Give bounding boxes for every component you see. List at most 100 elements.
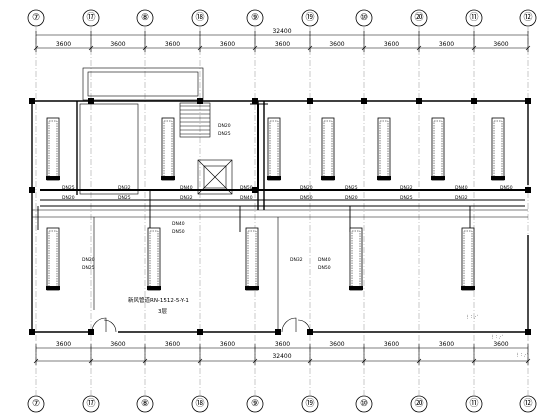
axis-label: ⑧ bbox=[141, 13, 149, 23]
top-axis-bubble: ⑦ bbox=[27, 9, 45, 27]
axis-label: ⑱ bbox=[195, 398, 204, 409]
fan-coil-unit bbox=[321, 117, 335, 181]
pipe-size-tag: DN25 bbox=[82, 265, 95, 271]
top-axis-bubble: ⑰ bbox=[82, 9, 100, 27]
pipe-network bbox=[37, 103, 525, 240]
top-span-dimension: 3600 bbox=[384, 41, 399, 48]
column bbox=[307, 329, 313, 335]
top-span-dimension: 3600 bbox=[329, 41, 344, 48]
door-left bbox=[91, 317, 107, 333]
axis-label: ⑨ bbox=[251, 399, 259, 409]
pipe-size-tag: DN50 bbox=[300, 195, 313, 201]
column bbox=[29, 187, 35, 193]
fan-coil-unit bbox=[349, 227, 363, 291]
bottom-axis-bubble: ⑪ bbox=[465, 395, 483, 413]
top-axis-bubble: ⑫ bbox=[519, 9, 537, 27]
axis-label: ⑦ bbox=[32, 13, 40, 23]
top-axis-bubble: ⑩ bbox=[355, 9, 373, 27]
column bbox=[29, 98, 35, 104]
pipe-size-tag: DN25 bbox=[118, 195, 131, 201]
axis-label: ⑰ bbox=[86, 398, 95, 409]
bottom-axis-bubble: ⑲ bbox=[301, 395, 319, 413]
elevator-shaft bbox=[197, 159, 233, 195]
pipe-size-tag: DN20 bbox=[82, 257, 95, 263]
top-span-dimension: 3600 bbox=[56, 41, 71, 48]
column bbox=[29, 329, 35, 335]
column bbox=[197, 98, 203, 104]
pipe-size-tag: DN25 bbox=[400, 195, 413, 201]
axis-label: ⑱ bbox=[195, 12, 204, 23]
top-span-dimension: 3600 bbox=[275, 41, 290, 48]
bottom-span-dimension: 3600 bbox=[493, 341, 508, 348]
column bbox=[252, 98, 258, 104]
top-axis-bubble: ⑨ bbox=[246, 9, 264, 27]
axis-label: ⑪ bbox=[469, 398, 478, 409]
bottom-span-dimension: 3600 bbox=[384, 341, 399, 348]
bottom-axis-bubble: ⑨ bbox=[246, 395, 264, 413]
bottom-span-dimension: 3600 bbox=[275, 341, 290, 348]
top-span-dimension: 3600 bbox=[439, 41, 454, 48]
bottom-axis-bubble: ⑳ bbox=[410, 395, 428, 413]
axis-label: ⑩ bbox=[360, 399, 368, 409]
axis-label: ⑨ bbox=[251, 13, 259, 23]
bottom-span-dimension: 3600 bbox=[329, 341, 344, 348]
stair bbox=[179, 102, 211, 138]
top-axis-bubble: ⑱ bbox=[191, 9, 209, 27]
fan-coil-unit bbox=[147, 227, 161, 291]
top-axis-bubble: ⑳ bbox=[410, 9, 428, 27]
bottom-grid-axis-row: ⑦ ⑰ ⑧ ⑱ ⑨ ⑲ ⑩ ⑳ ⑪ ⑫ bbox=[27, 395, 537, 413]
column bbox=[525, 98, 531, 104]
bottom-span-dimension: 3600 bbox=[220, 341, 235, 348]
axis-label: ⑪ bbox=[469, 12, 478, 23]
pipe-size-tag: DN20 bbox=[62, 195, 75, 201]
axis-label: ⑳ bbox=[414, 12, 423, 23]
top-span-dimension: 3600 bbox=[110, 41, 125, 48]
fan-coil-unit bbox=[377, 117, 391, 181]
fan-coil-unit bbox=[461, 227, 475, 291]
bottom-axis-bubble: ⑰ bbox=[82, 395, 100, 413]
pipe-size-tag: DN50 bbox=[318, 265, 331, 271]
pipe-size-tag: DN40 bbox=[455, 185, 468, 191]
column bbox=[88, 98, 94, 104]
top-total-dimension: 32400 bbox=[272, 28, 291, 35]
pipe-size-tag: DN40 bbox=[172, 221, 185, 227]
legend-dots: ⋮ ∶ ⋰ bbox=[465, 314, 478, 320]
axis-label: ⑦ bbox=[32, 399, 40, 409]
pipe-size-tag: DN40 bbox=[318, 257, 331, 263]
fan-coil-unit bbox=[245, 227, 259, 291]
axis-label: ⑰ bbox=[86, 12, 95, 23]
pipe-size-tag: DN32 bbox=[455, 195, 468, 201]
pipe-size-tag: DN40 bbox=[240, 195, 253, 201]
bottom-axis-bubble: ⑩ bbox=[355, 395, 373, 413]
legend-dots-3: ⋮ ∶ ⋰ bbox=[515, 352, 528, 358]
column bbox=[525, 187, 531, 193]
axis-label: ⑫ bbox=[523, 398, 532, 409]
axis-label: ⑩ bbox=[360, 13, 368, 23]
pipe-size-tag: DN50 bbox=[240, 185, 253, 191]
column bbox=[471, 98, 477, 104]
column bbox=[88, 329, 94, 335]
column bbox=[525, 329, 531, 335]
fan-coil-unit bbox=[267, 117, 281, 181]
pipe-size-tag: DN32 bbox=[180, 195, 193, 201]
top-axis-bubble: ⑲ bbox=[301, 9, 319, 27]
fan-coil-unit bbox=[46, 227, 60, 291]
bottom-axis-bubble: ⑧ bbox=[136, 395, 154, 413]
pipe-size-tag: DN40 bbox=[180, 185, 193, 191]
equipment-note: 新风管道RN-1512-5-Y-1 bbox=[128, 296, 189, 304]
fan-coil-unit bbox=[431, 117, 445, 181]
bottom-axis-bubble: ⑫ bbox=[519, 395, 537, 413]
pipe-size-tag: DN32 bbox=[400, 185, 413, 191]
pipe-size-tag: DN20 bbox=[345, 195, 358, 201]
roof-balcony bbox=[82, 67, 204, 101]
bottom-span-dimension: 3600 bbox=[110, 341, 125, 348]
axis-label: ⑲ bbox=[305, 398, 314, 409]
column bbox=[197, 329, 203, 335]
bottom-span-dimension: 3600 bbox=[165, 341, 180, 348]
bottom-span-dimension: 3600 bbox=[439, 341, 454, 348]
